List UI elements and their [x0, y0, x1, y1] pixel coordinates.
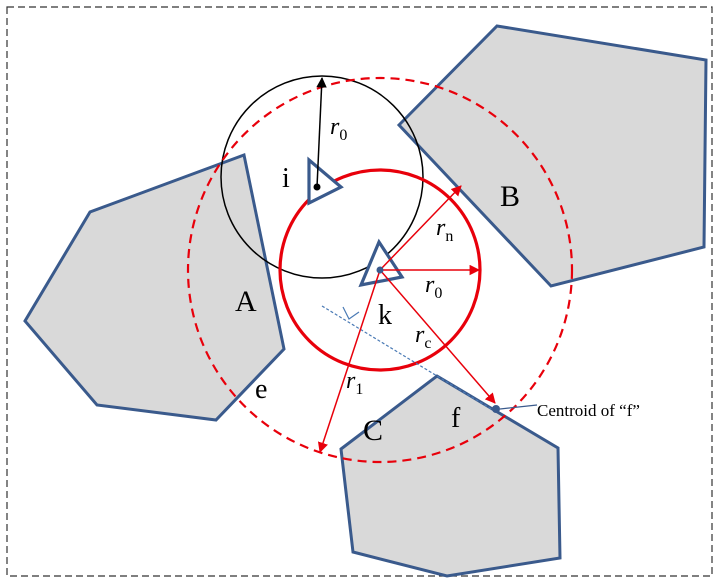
agent-i-center-dot: [313, 183, 321, 191]
r1-arrow: [317, 269, 381, 453]
agent-k-triangle: [358, 238, 405, 288]
rn-arrow: [379, 185, 462, 271]
centroid-annotation: Centroid of “f”: [537, 401, 640, 420]
centroid-f-point: [492, 405, 500, 413]
rc-arrow: [379, 269, 496, 404]
rc-label: rc: [415, 322, 431, 352]
outer-dashed-circle: [186, 76, 574, 464]
right-angle-mark: [342, 306, 360, 320]
agent-k-label: k: [378, 300, 392, 331]
obstacle-b-label: B: [500, 180, 520, 213]
agent-i-triangle: [307, 156, 344, 206]
obstacle-b-polygon: [396, 24, 708, 288]
dashed-frame: [6, 6, 713, 577]
perpendicular-line: [321, 305, 494, 411]
edge-e-label: e: [255, 374, 267, 405]
rn-label: rn: [436, 215, 453, 245]
centroid-leader-line: [499, 404, 538, 410]
edge-f-label: f: [451, 403, 461, 434]
obstacle-c-polygon: [339, 374, 562, 578]
obstacle-a-label: A: [235, 285, 257, 318]
agent-i-label: i: [282, 163, 290, 194]
obstacle-a-polygon: [23, 152, 286, 422]
obstacle-c-label: C: [363, 414, 383, 447]
r0-red-label: r0: [425, 272, 442, 302]
agent-i-radius-circle: [220, 75, 424, 279]
r1-label: r1: [346, 368, 363, 398]
agent-k-center-dot: [376, 266, 384, 274]
r0-black-label: r0: [330, 114, 347, 144]
r0-black-arrow: [316, 76, 327, 188]
